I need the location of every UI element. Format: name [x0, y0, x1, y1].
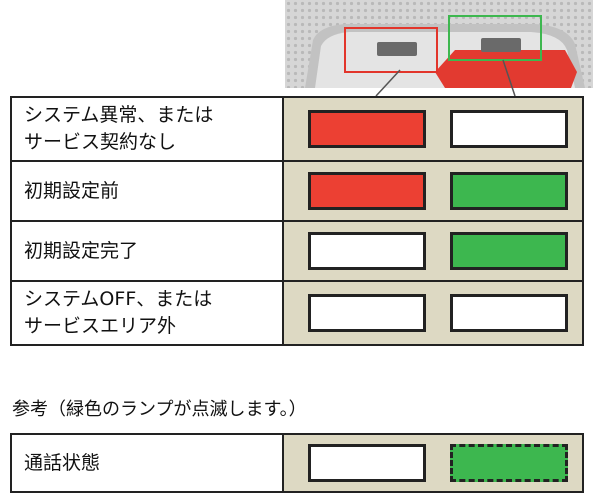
right-lamp-green — [450, 172, 568, 210]
left-lamp-off — [308, 232, 426, 270]
left-lamp-off — [308, 294, 426, 332]
right-lamp-highlight — [448, 15, 542, 61]
lamp-cells — [284, 282, 582, 344]
connector-port-right-icon — [481, 38, 521, 52]
state-row: 初期設定完了 — [12, 220, 582, 280]
state-label: 初期設定前 — [12, 162, 284, 220]
connector-port-left-icon — [377, 42, 417, 56]
device-photo — [285, 0, 593, 88]
state-label-line: 初期設定前 — [24, 179, 120, 202]
state-label-line: サービスエリア外 — [24, 315, 177, 337]
state-label: システムOFF、または サービスエリア外 — [12, 282, 284, 344]
lamp-cells — [284, 162, 582, 220]
device-body — [285, 0, 593, 88]
state-row: 初期設定前 — [12, 160, 582, 220]
reference-table: 通話状態 — [10, 433, 584, 493]
state-label: 初期設定完了 — [12, 222, 284, 280]
lamp-cells — [284, 435, 582, 491]
state-row: システム異常、または サービス契約なし — [12, 98, 582, 160]
state-row: システムOFF、または サービスエリア外 — [12, 280, 582, 344]
right-lamp-off — [450, 110, 568, 148]
state-label-line: 通話状態 — [24, 451, 101, 474]
state-label: 通話状態 — [12, 435, 284, 491]
left-lamp-red — [308, 172, 426, 210]
state-label-line: 初期設定完了 — [24, 239, 139, 262]
state-label-line: サービス契約なし — [24, 131, 177, 153]
lamp-cells — [284, 98, 582, 160]
right-lamp-green-blinking — [450, 444, 568, 482]
right-lamp-off — [450, 294, 568, 332]
left-lamp-red — [308, 110, 426, 148]
lamp-cells — [284, 222, 582, 280]
reference-note: 参考（緑色のランプが点滅します。） — [12, 399, 307, 420]
left-lamp-off — [308, 444, 426, 482]
reference-row: 通話状態 — [12, 435, 582, 491]
state-label: システム異常、または サービス契約なし — [12, 98, 284, 160]
state-label-line: システムOFF、または — [24, 288, 213, 310]
right-lamp-green — [450, 232, 568, 270]
lamp-state-table: システム異常、または サービス契約なし 初期設定前 初期設定完了 システムOFF… — [10, 96, 584, 346]
state-label-line: システム異常、または — [24, 104, 214, 126]
